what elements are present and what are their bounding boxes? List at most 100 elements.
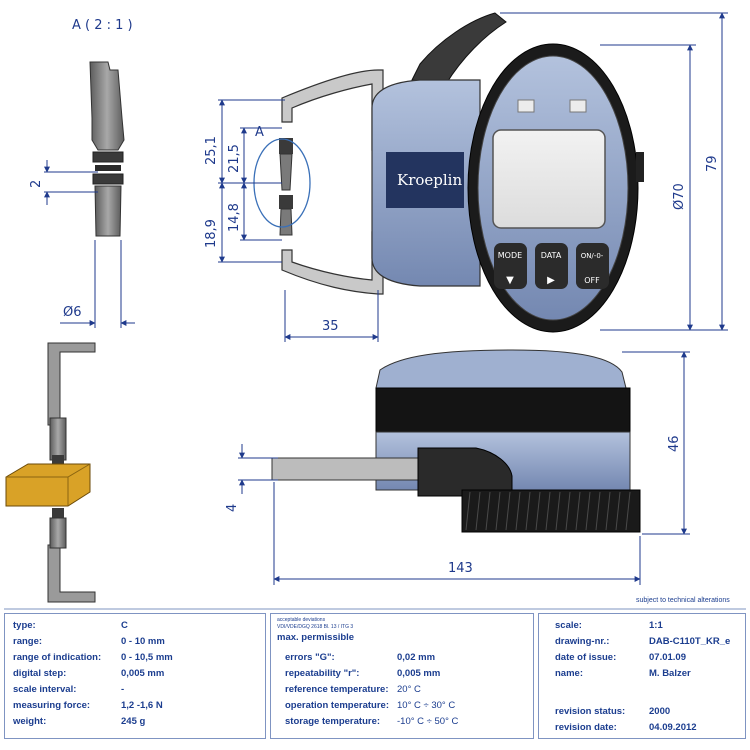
upper-tip-side bbox=[49, 417, 67, 461]
tolerance-repeatability-value: 0,005 mm bbox=[397, 668, 441, 679]
lower-arm-dim: 18,9 bbox=[204, 219, 219, 248]
spec-scale-interval-label: scale interval: bbox=[13, 684, 77, 695]
admin-date-issue-value: 07.01.09 bbox=[649, 652, 686, 663]
admin-revision-date-label: revision date: bbox=[555, 722, 617, 733]
upper-jaw-dim: 21,5 bbox=[227, 144, 242, 173]
admin-scale-label: scale: bbox=[555, 620, 582, 631]
lower-jaw-side bbox=[47, 544, 96, 603]
admin-revision-status-value: 2000 bbox=[649, 706, 671, 717]
upper-contact-tip bbox=[279, 138, 293, 154]
body-height-dim: 46 bbox=[667, 435, 682, 452]
tolerance-small-title: acceptable deviations bbox=[277, 617, 326, 623]
top-lid bbox=[375, 349, 627, 389]
admin-revision-date-value: 04.09.2012 bbox=[649, 722, 697, 733]
spec-type-value: C bbox=[121, 620, 128, 631]
admin-date-issue-label: date of issue: bbox=[555, 652, 617, 663]
jaw-depth-dim: 35 bbox=[322, 319, 339, 334]
down-arrow-icon: ▼ bbox=[506, 275, 514, 286]
spec-force-label: measuring force: bbox=[13, 700, 91, 711]
lower-ring-side bbox=[52, 508, 64, 520]
tolerance-operation-temp-label: operation temperature: bbox=[285, 700, 389, 711]
admin-drawing-nr-value: DAB-C110T_KR_e bbox=[649, 636, 731, 647]
upper-arm-dim: 25,1 bbox=[204, 136, 219, 165]
upper-tip-body bbox=[279, 153, 293, 191]
detail-a-view: A ( 2 : 1 ) 2 Ø6 bbox=[29, 18, 135, 328]
lever-top bbox=[417, 447, 513, 497]
side-port bbox=[636, 152, 644, 182]
indicator-led-right bbox=[569, 99, 587, 113]
tip-groove bbox=[95, 165, 121, 171]
measuring-arm bbox=[271, 457, 421, 481]
tolerance-header: max. permissible bbox=[277, 632, 355, 643]
tolerance-operation-temp-value: 10° C ÷ 30° C bbox=[397, 700, 456, 711]
lower-tip-body bbox=[279, 208, 293, 236]
play-arrow-icon: ▶ bbox=[547, 275, 555, 286]
tolerance-errors-label: errors "G": bbox=[285, 652, 335, 663]
tolerance-reference-temp-label: reference temperature: bbox=[285, 684, 389, 695]
knurled-knob bbox=[461, 489, 641, 533]
top-view: 46 4 143 bbox=[225, 349, 690, 585]
spec-weight-value: 245 g bbox=[121, 716, 146, 727]
upper-jaw-side bbox=[47, 342, 96, 426]
upper-jaw-arm bbox=[281, 69, 384, 151]
on-off-button[interactable]: ON/-0- OFF bbox=[576, 243, 609, 289]
data-button[interactable]: DATA ▶ bbox=[535, 243, 568, 289]
total-length-dim: 143 bbox=[448, 561, 473, 576]
tolerance-small-ref: VDI/VDE/DGQ 2618 Bl. 13 / ITG 3 bbox=[277, 624, 354, 630]
tolerance-errors-value: 0,02 mm bbox=[397, 652, 436, 663]
tolerance-repeatability-label: repeatability "r": bbox=[285, 668, 360, 679]
tolerances-table: acceptable deviations VDI/VDE/DGQ 2618 B… bbox=[270, 613, 534, 739]
admin-scale-value: 1:1 bbox=[649, 620, 663, 631]
tip-lower-shaft bbox=[94, 185, 122, 237]
tip-diameter-dim: Ø6 bbox=[63, 305, 82, 320]
spec-force-value: 1,2 -1,6 N bbox=[121, 700, 163, 711]
admin-revision-status-label: revision status: bbox=[555, 706, 626, 717]
spec-scale-interval-value: - bbox=[121, 684, 125, 695]
spec-weight-label: weight: bbox=[13, 716, 47, 727]
tolerance-storage-temp-label: storage temperature: bbox=[285, 716, 381, 727]
tip-shaft bbox=[89, 61, 125, 151]
application-view bbox=[5, 342, 96, 603]
groove-width-dim: 2 bbox=[29, 180, 44, 188]
drawing-admin-table: scale: 1:1 drawing-nr.: DAB-C110T_KR_e d… bbox=[538, 613, 746, 739]
front-view: A Kroeplin MODE ▼ DATA ▶ ON/-0- OFF bbox=[204, 12, 728, 342]
admin-name-value: M. Balzer bbox=[649, 668, 691, 679]
knurl-lines bbox=[465, 491, 631, 531]
tip-ring-upper bbox=[92, 151, 124, 163]
indicator-led-left bbox=[517, 99, 535, 113]
spec-indication-label: range of indication: bbox=[13, 652, 102, 663]
tolerance-storage-temp-value: -10° C ÷ 50° C bbox=[397, 716, 459, 727]
brand-logo: Kroeplin bbox=[397, 171, 462, 189]
arm-thickness-dim: 4 bbox=[225, 504, 240, 512]
data-button-label: DATA bbox=[541, 251, 562, 260]
spec-type-label: type: bbox=[13, 620, 36, 631]
lower-contact-tip bbox=[279, 195, 293, 209]
admin-name-label: name: bbox=[555, 668, 583, 679]
spec-range-label: range: bbox=[13, 636, 43, 647]
tolerance-reference-temp-value: 20° C bbox=[397, 684, 421, 695]
lcd-display bbox=[492, 129, 606, 229]
spec-step-value: 0,005 mm bbox=[121, 668, 165, 679]
tip-ring-lower bbox=[92, 173, 124, 185]
on-button-label: ON/-0- bbox=[581, 252, 604, 260]
lower-tip-side bbox=[49, 517, 67, 549]
spec-indication-value: 0 - 10,5 mm bbox=[121, 652, 173, 663]
lift-lever bbox=[411, 12, 507, 85]
off-button-label: OFF bbox=[584, 276, 600, 285]
section-marker: A bbox=[255, 125, 264, 140]
brass-workpiece bbox=[5, 463, 91, 507]
lower-jaw-dim: 14,8 bbox=[227, 203, 242, 232]
mode-button-label: MODE bbox=[498, 251, 522, 260]
admin-drawing-nr-label: drawing-nr.: bbox=[555, 636, 610, 647]
dark-band bbox=[375, 387, 631, 433]
mode-button[interactable]: MODE ▼ bbox=[494, 243, 527, 289]
lower-jaw-arm bbox=[281, 231, 384, 295]
detail-a-label: A ( 2 : 1 ) bbox=[72, 18, 133, 33]
technical-alterations-notice: subject to technical alterations bbox=[636, 597, 730, 604]
dial-diameter-dim: Ø70 bbox=[672, 183, 687, 210]
spec-step-label: digital step: bbox=[13, 668, 67, 679]
specifications-table: type: C range: 0 - 10 mm range of indica… bbox=[4, 613, 266, 739]
total-height-dim: 79 bbox=[705, 155, 720, 172]
spec-range-value: 0 - 10 mm bbox=[121, 636, 165, 647]
